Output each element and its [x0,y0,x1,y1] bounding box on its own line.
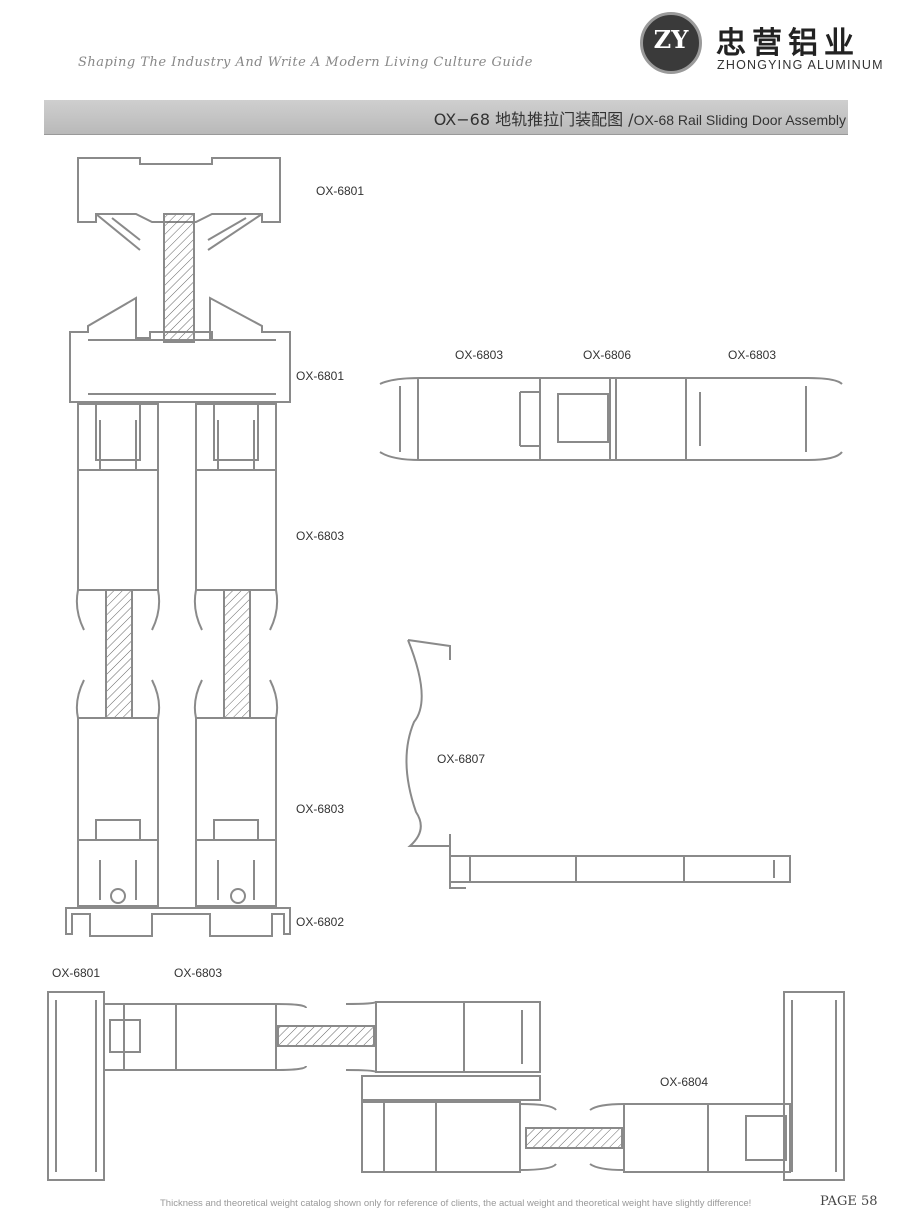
profile-ox6801-top [77,157,281,223]
profile-ox6803-right-lower [195,717,277,907]
brand-name-cn: 忠营铝业 [716,26,860,61]
label-h-ox6803-right: OX-6803 [728,348,777,362]
profile-b-ox6803-lower-left [361,1101,521,1173]
title-bar: OX−68 地轨推拉门装配图 /OX-68 Rail Sliding Door … [44,100,848,135]
page-title-cn: OX−68 地轨推拉门装配图 / [433,110,634,129]
profile-ox6803-right-upper [195,403,277,591]
label-b-ox6801: OX-6801 [52,966,101,980]
profile-ox6807 [405,639,451,860]
footer-note: Thickness and theoretical weight catalog… [160,1198,752,1209]
profile-ox6803-left-upper [77,403,159,591]
label-ox6807: OX-6807 [437,752,486,766]
label-h-ox6803-left: OX-6803 [455,348,504,362]
label-ox6803-lower: OX-6803 [296,802,345,816]
profile-b-ox6803-left [103,1003,277,1071]
label-ox6802: OX-6802 [296,915,345,929]
profile-ox6802 [65,907,291,937]
label-b-ox6803: OX-6803 [174,966,223,980]
page-title-en: OX-68 Rail Sliding Door Assembly [633,112,846,128]
profile-h-ox6803-left [379,377,541,461]
label-ox6801-mid: OX-6801 [296,369,345,383]
page-number: PAGE 58 [820,1194,878,1209]
profile-h-ox6803-right [686,377,843,461]
label-ox6801-top: OX-6801 [316,184,365,198]
label-h-ox6806: OX-6806 [583,348,632,362]
profile-b-ox6803-upper-right [375,1001,541,1073]
profile-b-ox6801-left [47,991,105,1181]
brand-name-en: ZHONGYING ALUMINUM [717,58,884,72]
profile-ox6803-left-lower [77,717,159,907]
label-b-ox6804: OX-6804 [660,1075,709,1089]
tagline: Shaping The Industry And Write A Modern … [78,55,533,70]
label-ox6803-upper: OX-6803 [296,529,345,543]
profile-ox6801-mid [69,296,291,403]
profile-b-ox6801-right [783,991,845,1181]
profile-h-ox6806 [539,377,687,461]
page-title: OX−68 地轨推拉门装配图 /OX-68 Rail Sliding Door … [434,106,846,130]
company-logo: ZY [640,12,702,74]
profile-b-ox6804 [623,1103,791,1173]
